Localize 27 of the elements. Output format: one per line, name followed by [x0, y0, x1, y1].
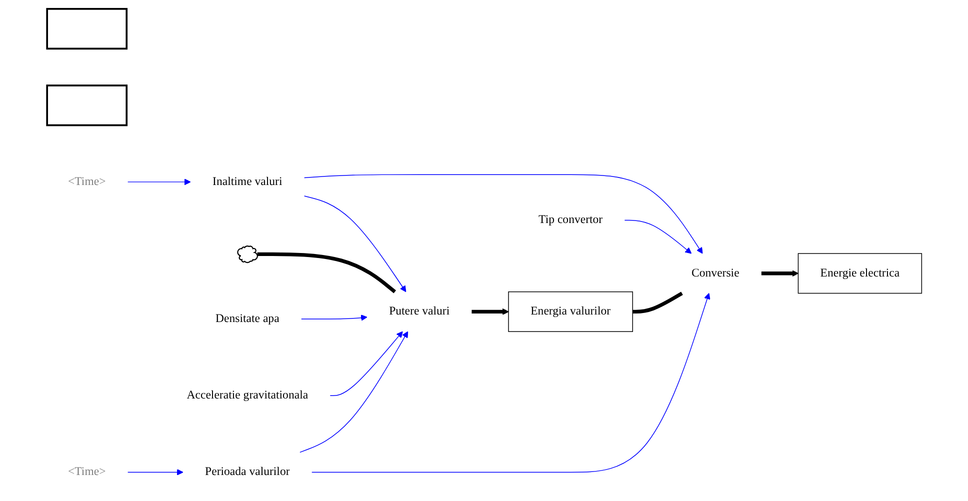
node-text: <Time>	[68, 175, 106, 188]
node-box: Energia valurilor	[508, 291, 634, 332]
node-cloud	[237, 246, 258, 264]
arrow	[304, 196, 406, 292]
node-text: Tip convertor	[538, 214, 603, 226]
arrow	[330, 331, 404, 396]
node-box: Energie electrica	[798, 253, 922, 294]
arrow	[304, 174, 703, 254]
node-text: Putere valuri	[389, 305, 450, 318]
arrow	[472, 308, 510, 315]
node-text: Inaltime valuri	[212, 175, 282, 188]
arrow	[762, 270, 799, 277]
connector	[258, 252, 396, 294]
node-text: Perioada valurilor	[205, 466, 290, 478]
arrow	[128, 178, 191, 186]
arrow	[624, 220, 692, 254]
node-text: <Time>	[68, 466, 106, 478]
arrow	[301, 314, 368, 321]
arrow	[300, 331, 408, 453]
arrow	[312, 292, 710, 473]
node-text: Acceleratie gravitationala	[186, 389, 308, 402]
node-text: Conversie	[692, 266, 740, 280]
node-box	[46, 84, 128, 126]
connector	[632, 292, 684, 314]
node-text: Densitate apa	[216, 312, 280, 325]
node-box	[46, 8, 128, 50]
arrow	[128, 468, 184, 476]
